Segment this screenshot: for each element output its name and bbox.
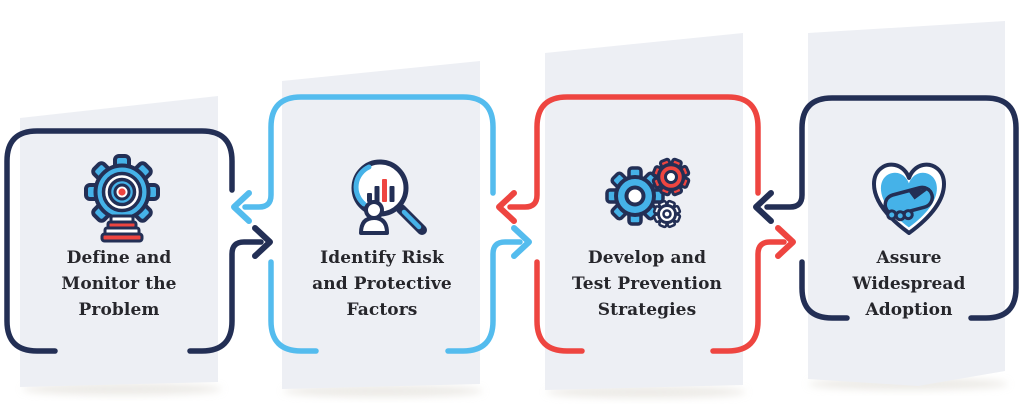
step-2-line-3: Factors: [346, 300, 418, 320]
arrow-step3-to-step2-head: [496, 190, 517, 224]
magnifier-chart-icon: [351, 159, 427, 235]
arrow-step4-to-step3: [764, 95, 1019, 321]
card-4-border: [799, 259, 850, 321]
step-2-label: Identify Risk and Protective Factors: [282, 245, 482, 323]
handshake-glyph: [883, 185, 935, 222]
person-glyph: [359, 200, 389, 235]
step-4-line-1: Assure: [876, 248, 942, 268]
step-3-label: Develop and Test Prevention Strategies: [547, 245, 747, 323]
arrow-step3-to-step4-head: [775, 225, 796, 259]
step-2-line-2: and Protective: [312, 274, 452, 294]
gears-icon: [605, 157, 691, 229]
step-4-line-2: Widespread: [852, 274, 966, 294]
step-3-line-3: Strategies: [597, 300, 697, 320]
step-4-line-3: Adoption: [865, 300, 953, 320]
small-gear: [652, 199, 682, 229]
card-1-border: [4, 128, 235, 354]
card-2-border: [268, 259, 319, 354]
arrow-step3-to-step4: [710, 239, 787, 354]
step-4-label: Assure Widespread Adoption: [809, 245, 1009, 323]
step-3-line-1: Develop and: [587, 248, 707, 268]
bar-chart-glyph: [367, 179, 395, 202]
step-1-line-2: Monitor the: [61, 274, 177, 294]
gear-lightbulb-icon: [84, 154, 160, 243]
card-3-border: [534, 259, 585, 354]
arrow-step2-to-step1: [242, 94, 496, 210]
step-1-line-3: Problem: [78, 300, 160, 320]
arrow-step2-to-step3-head: [511, 225, 532, 259]
arrow-step1-to-step2: [187, 239, 264, 354]
arrow-step2-to-step1-head: [231, 190, 252, 224]
step-2-line-1: Identify Risk: [320, 248, 444, 268]
heart-handshake-icon: [872, 162, 946, 235]
bulb-base: [100, 214, 144, 243]
step-1-line-1: Define and: [66, 248, 172, 268]
step-1-label: Define and Monitor the Problem: [19, 245, 219, 323]
red-gear: [651, 157, 691, 197]
arrow-step2-to-step3: [445, 239, 523, 354]
arrow-step4-to-step3-head: [753, 190, 774, 224]
arrow-step3-to-step2: [507, 94, 761, 210]
arrow-step1-to-step2-head: [252, 225, 273, 259]
step-3-line-2: Test Prevention: [572, 274, 722, 294]
